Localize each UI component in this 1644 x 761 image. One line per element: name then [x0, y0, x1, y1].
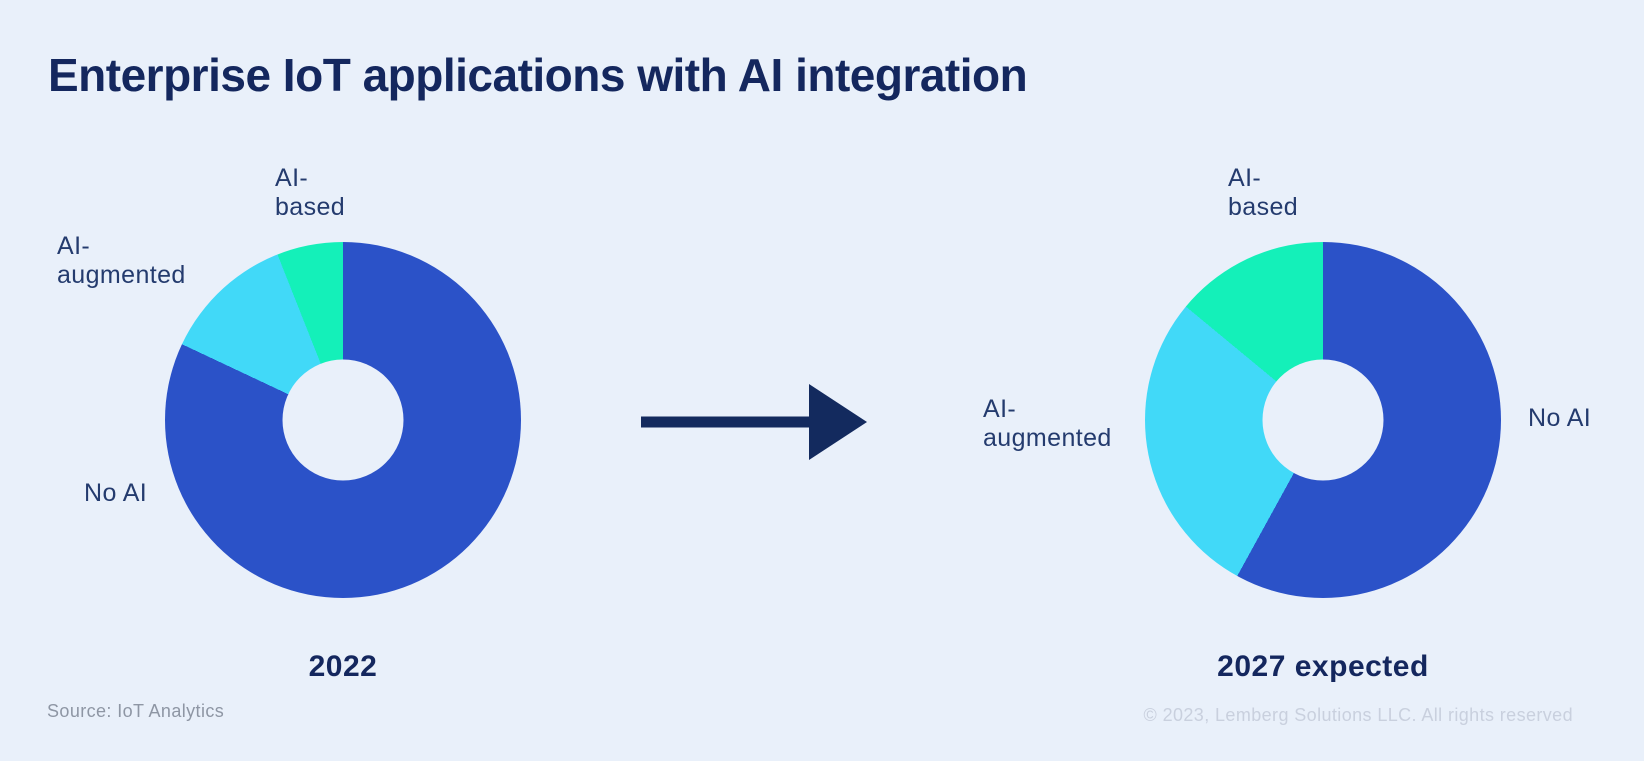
- donut-chart-2027: [1145, 242, 1501, 598]
- label-ai-augmented-2022: AI-augmented: [57, 232, 186, 289]
- caption-2022: 2022: [308, 650, 378, 683]
- label-no-ai-2027: No AI: [1528, 404, 1592, 432]
- donut-chart-2022: [165, 242, 521, 598]
- arrow-right-icon: [641, 382, 869, 462]
- source-credit: Source: IoT Analytics: [47, 701, 225, 721]
- label-ai-augmented-2027: AI-augmented: [983, 395, 1112, 452]
- donut-hole: [282, 359, 404, 481]
- label-ai-based-2027: AI-based: [1228, 164, 1299, 221]
- page-title: Enterprise IoT applications with AI inte…: [48, 49, 1028, 101]
- copyright-notice: © 2023, Lemberg Solutions LLC. All right…: [1143, 705, 1573, 725]
- label-no-ai-2022: No AI: [84, 479, 148, 507]
- caption-2027-expected: 2027 expected: [1217, 650, 1429, 683]
- donut-hole: [1262, 359, 1384, 481]
- label-ai-based-2022: AI-based: [275, 164, 346, 221]
